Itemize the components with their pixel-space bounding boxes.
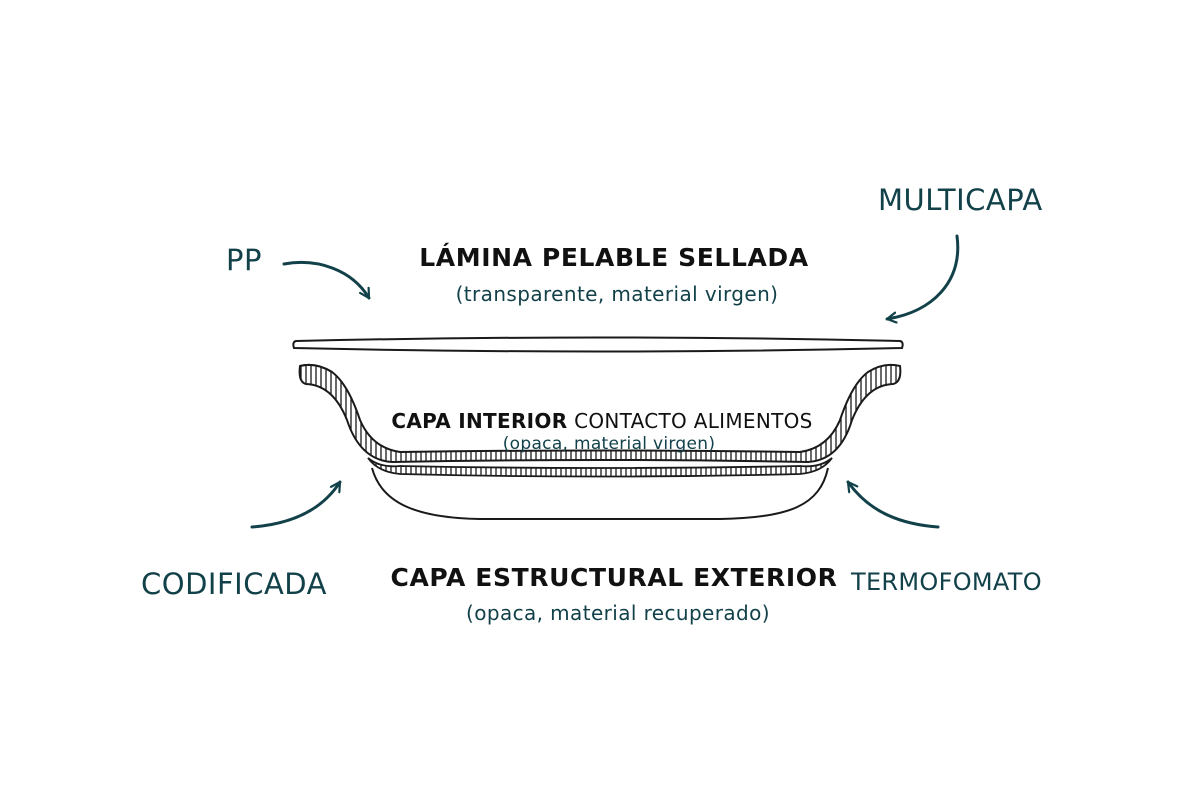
- inner-layer-bottom: [367, 457, 833, 478]
- inner-layer-title-rest: CONTACTO ALIMENTOS: [567, 409, 813, 433]
- label-pp: PP: [226, 243, 262, 277]
- curved-arrow-icon: [846, 480, 940, 529]
- curved-arrow-icon: [250, 480, 342, 529]
- inner-layer-subtitle: (opaca, material virgen): [502, 434, 716, 454]
- outer-layer-subtitle: (opaca, material recuperado): [466, 601, 770, 625]
- label-termofomato: TERMOFOMATO: [851, 568, 1042, 596]
- label-multicapa: MULTICAPA: [878, 183, 1043, 217]
- outer-structural-layer: [371, 467, 829, 520]
- outer-layer-title: CAPA ESTRUCTURAL EXTERIOR: [390, 563, 838, 592]
- tray-rim: [299, 363, 333, 373]
- label-codificada: CODIFICADA: [141, 567, 327, 601]
- sealed-film: [292, 336, 904, 353]
- inner-layer-title: CAPA INTERIOR CONTACTO ALIMENTOS: [391, 409, 812, 433]
- film-subtitle: (transparente, material virgen): [455, 282, 779, 306]
- curved-arrow-icon: [282, 261, 371, 300]
- inner-layer-title-bold: CAPA INTERIOR: [391, 409, 568, 433]
- curved-arrow-icon: [885, 234, 960, 319]
- film-title: LÁMINA PELABLE SELLADA: [419, 243, 809, 272]
- inner-layer-band: [298, 363, 902, 464]
